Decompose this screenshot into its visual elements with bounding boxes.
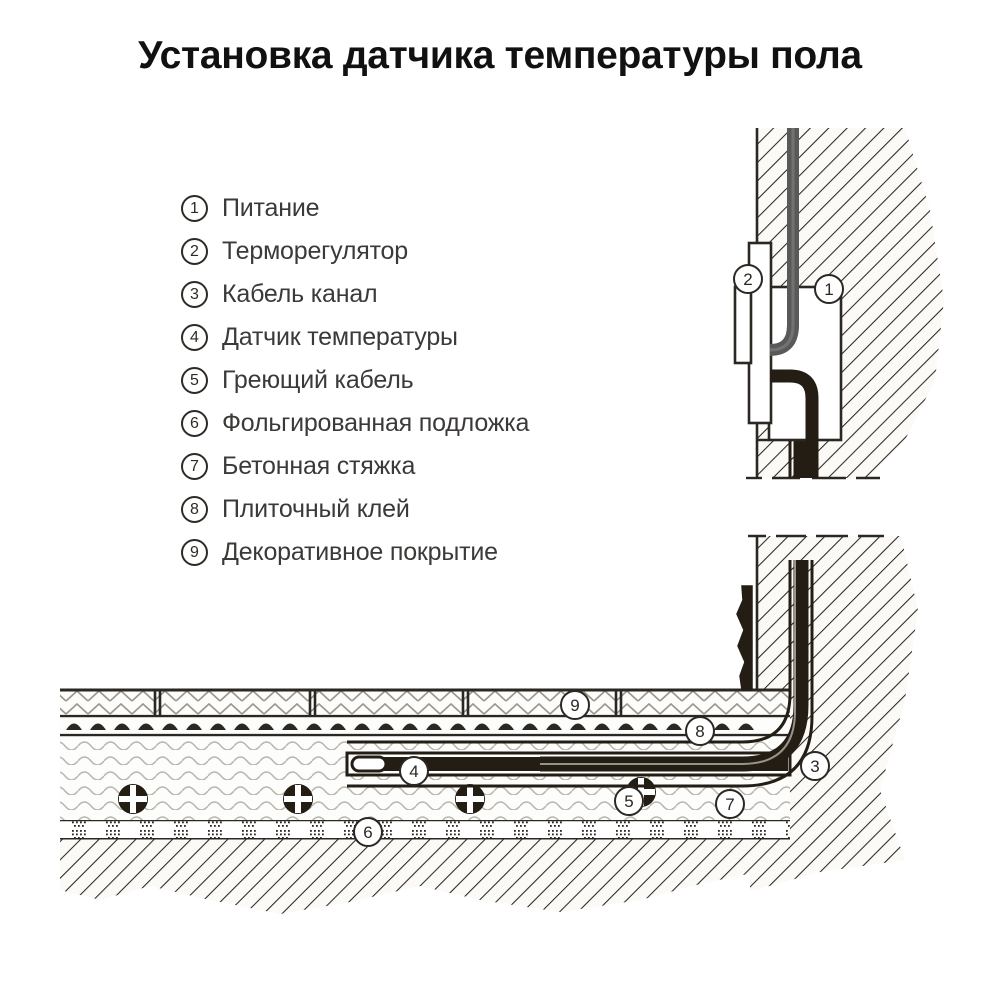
thermostat-to-floor-cable <box>770 369 819 478</box>
heating-cable-dot <box>455 784 485 814</box>
callout-temp-sensor: 4 <box>399 756 429 786</box>
legend-badge-5: 5 <box>181 367 208 394</box>
legend-label-6: Фольгированная подложка <box>222 409 530 437</box>
legend-label-8: Плиточный клей <box>222 495 410 523</box>
legend-label-4: Датчик температуры <box>222 323 458 351</box>
thermostat-wall-box <box>757 285 843 442</box>
callout-heating-cable: 5 <box>614 786 644 816</box>
legend-badge-6: 6 <box>181 410 208 437</box>
legend-item-9: 9 Декоративное покрытие <box>181 531 529 574</box>
legend-label-2: Терморегулятор <box>222 237 408 265</box>
legend-badge-9: 9 <box>181 539 208 566</box>
legend-badge-7: 7 <box>181 453 208 480</box>
power-supply-cable <box>769 128 799 356</box>
legend-item-6: 6 Фольгированная подложка <box>181 402 529 445</box>
legend-badge-8: 8 <box>181 496 208 523</box>
callout-floor-covering: 9 <box>560 690 590 720</box>
callout-tile-adhesive: 8 <box>685 716 715 746</box>
legend-list: 1 Питание 2 Терморегулятор 3 Кабель кана… <box>181 187 529 574</box>
legend-badge-1: 1 <box>181 195 208 222</box>
legend-item-8: 8 Плиточный клей <box>181 488 529 531</box>
legend-item-7: 7 Бетонная стяжка <box>181 445 529 488</box>
legend-label-9: Декоративное покрытие <box>222 538 498 566</box>
legend-item-3: 3 Кабель канал <box>181 273 529 316</box>
skirting-edge-tape <box>736 585 753 691</box>
tile-adhesive-layer <box>60 714 790 737</box>
heating-cable-dot <box>283 784 313 814</box>
tile-joints <box>153 690 623 716</box>
decorative-covering-layer <box>60 688 790 718</box>
legend-label-1: Питание <box>222 194 320 222</box>
legend-label-5: Греющий кабель <box>222 366 414 394</box>
adhesive-notches <box>66 723 754 730</box>
legend-label-7: Бетонная стяжка <box>222 452 416 480</box>
legend-badge-3: 3 <box>181 281 208 308</box>
legend-item-4: 4 Датчик температуры <box>181 316 529 359</box>
legend-label-3: Кабель канал <box>222 280 378 308</box>
heating-cable-dot <box>118 784 148 814</box>
legend-badge-2: 2 <box>181 238 208 265</box>
subfloor-base <box>60 836 790 914</box>
callout-foil-underlay: 6 <box>353 817 383 847</box>
foil-underlay-layer <box>60 818 790 838</box>
legend-badge-4: 4 <box>181 324 208 351</box>
callout-concrete-screed: 7 <box>715 789 745 819</box>
callout-power: 1 <box>814 274 844 304</box>
legend-item-1: 1 Питание <box>181 187 529 230</box>
callout-cable-channel: 3 <box>800 751 830 781</box>
legend-item-5: 5 Греющий кабель <box>181 359 529 402</box>
callout-thermostat: 2 <box>733 264 763 294</box>
page-title: Установка датчика температуры пола <box>138 34 862 77</box>
sensor-capsule <box>350 755 388 773</box>
legend-item-2: 2 Терморегулятор <box>181 230 529 273</box>
cable-channel-run <box>347 560 814 788</box>
